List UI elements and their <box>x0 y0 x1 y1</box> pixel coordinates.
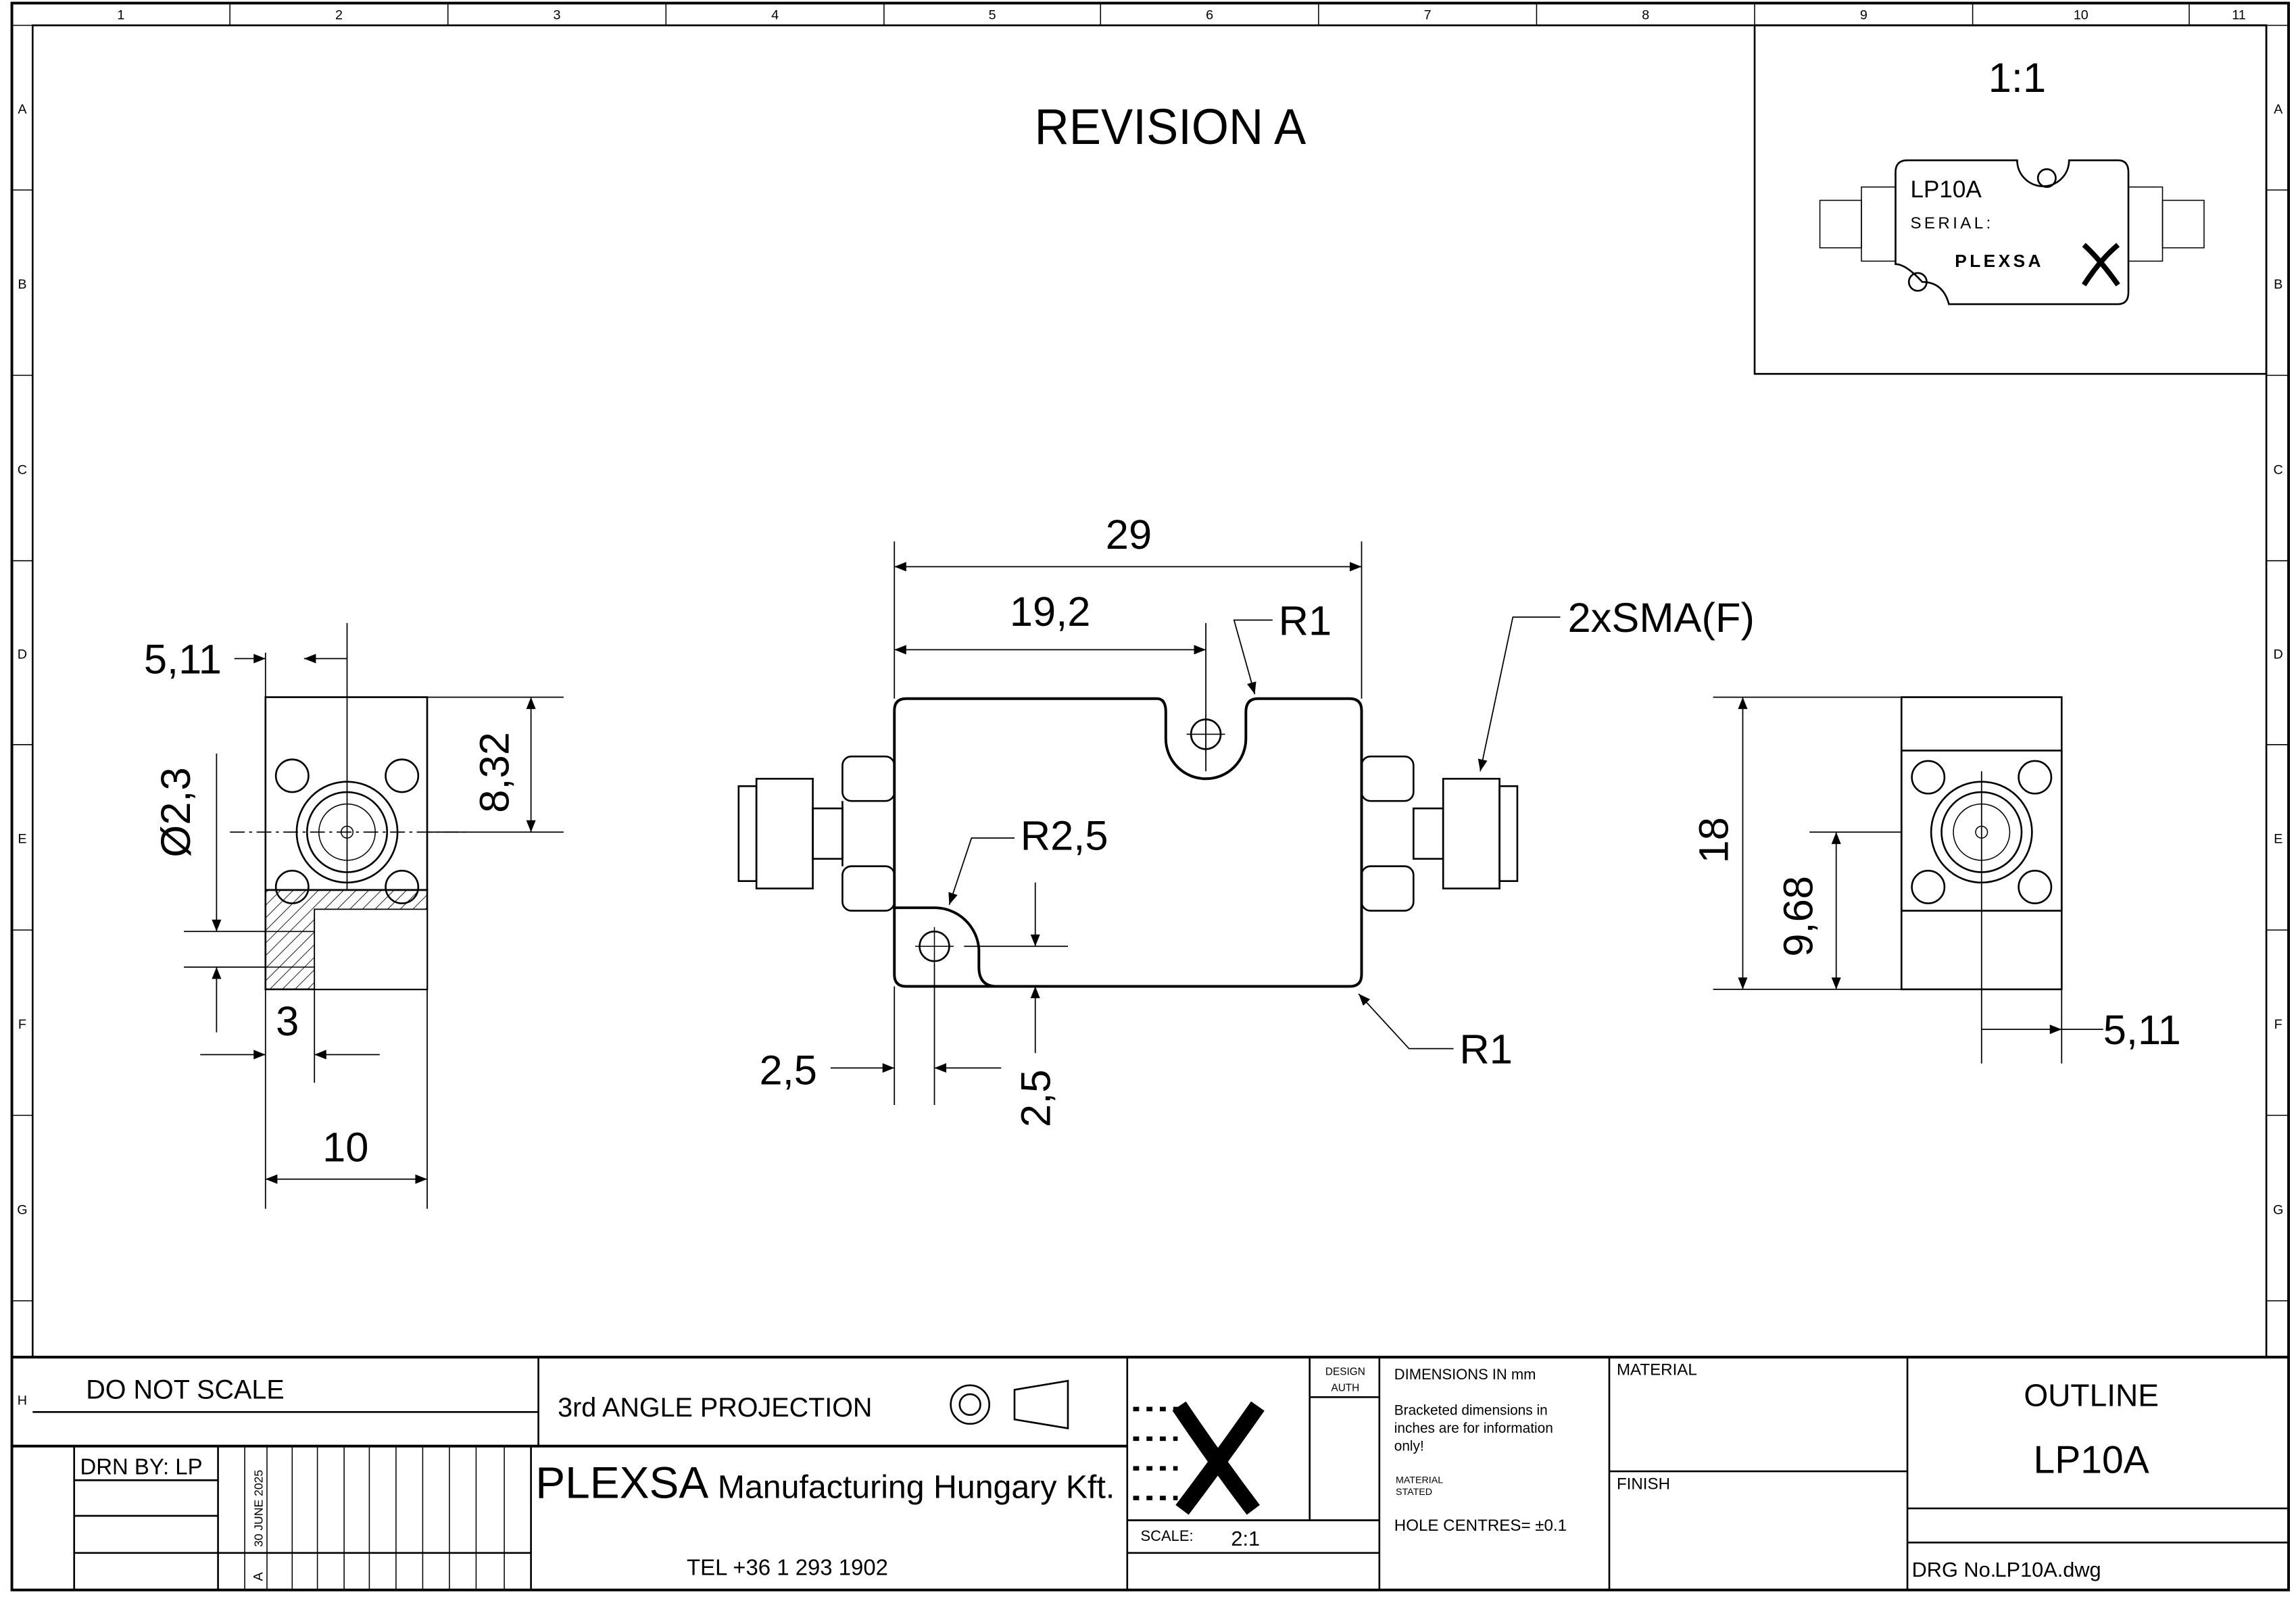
dimensions-units: DIMENSIONS IN mm <box>1394 1366 1536 1383</box>
top-view: 29 19,2 R1 2xSMA(F) R2,5 2,5 2,5 R1 <box>737 512 1755 1127</box>
column-label: 10 <box>2074 8 2089 23</box>
revision-date: 30 JUNE 2025 <box>251 1470 265 1547</box>
scale-label: SCALE: <box>1141 1527 1194 1544</box>
dim-hole-offset: 19,2 <box>1010 589 1091 635</box>
scale-value: 2:1 <box>1231 1527 1260 1550</box>
bracket-note-3: only! <box>1394 1438 1424 1454</box>
dim-left-height: 8,32 <box>472 732 518 813</box>
row-ruler: A A B B C C D D E E F F G G H <box>11 102 2289 1408</box>
row-label-right: D <box>2274 647 2283 662</box>
column-label: 3 <box>554 8 561 23</box>
row-label-right: E <box>2274 832 2282 847</box>
projection-label: 3rd ANGLE PROJECTION <box>558 1393 872 1423</box>
row-label-right: B <box>2274 277 2282 292</box>
column-label: 1 <box>117 8 124 23</box>
material-stated-1: MATERIAL <box>1396 1475 1443 1486</box>
left-sma-connector <box>737 756 896 912</box>
column-label: 7 <box>1424 8 1432 23</box>
row-label-left: B <box>18 277 26 292</box>
right-sma-connector <box>1361 756 1519 912</box>
column-label: 8 <box>1642 8 1649 23</box>
hole-tolerance: HOLE CENTRES= ±0.1 <box>1394 1517 1567 1535</box>
left-end-view: 5,11 8,32 Ø2,3 3 10 <box>144 622 564 1209</box>
dim-pin-diameter: Ø2,3 <box>153 767 199 857</box>
row-label-left: A <box>18 102 27 117</box>
column-label: 11 <box>2232 8 2246 23</box>
plexsa-logo-icon <box>1133 1401 1265 1515</box>
material-label: MATERIAL <box>1617 1360 1697 1379</box>
drg-file: LP10A.dwg <box>1995 1558 2101 1581</box>
drawing-title: OUTLINE <box>2024 1378 2159 1413</box>
row-label-right: F <box>2274 1017 2282 1032</box>
company-name: PLEXSA Manufacturing Hungary Kft. <box>535 1458 1115 1508</box>
dim-notch-radius-top: R1 <box>1279 597 1332 644</box>
column-label: 6 <box>1206 8 1213 23</box>
row-label-right: A <box>2274 102 2283 117</box>
preview-part-image: LP10A SERIAL: PLEXSA <box>1819 159 2205 305</box>
preview-box: 1:1 LP10A SERIAL: PLEXSA <box>1753 24 2268 375</box>
column-label: 9 <box>1860 8 1867 23</box>
preview-part-label: LP10A <box>1910 176 1982 203</box>
dim-connectors: 2xSMA(F) <box>1568 595 1755 641</box>
preview-serial-label: SERIAL: <box>1910 214 1993 232</box>
do-not-scale: DO NOT SCALE <box>86 1375 284 1405</box>
dim-wall: 3 <box>276 998 299 1045</box>
row-label-left: D <box>18 647 27 662</box>
drg-label: DRG No. <box>1912 1558 1997 1581</box>
row-label-left: E <box>18 832 26 847</box>
column-ruler: 1 2 3 4 5 6 7 8 9 10 11 <box>117 3 2246 26</box>
row-label-right: G <box>2273 1202 2283 1217</box>
dim-overall-length: 29 <box>1106 512 1152 558</box>
drawn-by: DRN BY: LP <box>80 1454 203 1479</box>
row-label-left: G <box>17 1202 27 1217</box>
column-label: 2 <box>335 8 343 23</box>
preview-scale: 1:1 <box>1988 55 2046 101</box>
finish-label: FINISH <box>1617 1475 1670 1493</box>
plexsa-logo-icon <box>2081 243 2120 287</box>
revision-letter: A <box>251 1571 266 1581</box>
dim-hole-x: 2,5 <box>760 1047 817 1093</box>
dim-left-width: 10 <box>322 1124 368 1171</box>
row-label-left: F <box>18 1017 26 1032</box>
part-number: LP10A <box>2034 1438 2149 1481</box>
material-stated-2: STATED <box>1396 1487 1432 1498</box>
dim-right-center-offset: 5,11 <box>2103 1007 2181 1054</box>
third-angle-projection-icon <box>950 1379 1069 1429</box>
right-end-view: 18 9,68 5,11 <box>1691 696 2181 1064</box>
dim-right-center-height: 9,68 <box>1776 876 1822 957</box>
dim-corner-radius-hole: R2,5 <box>1021 813 1108 860</box>
revision-title: REVISION A <box>1035 98 1306 155</box>
dim-hole-y: 2,5 <box>1013 1070 1060 1127</box>
dim-right-height: 18 <box>1691 817 1738 863</box>
row-label-right: C <box>2274 462 2283 477</box>
row-label-left: C <box>18 462 27 477</box>
preview-brand: PLEXSA <box>1955 251 2044 271</box>
column-label: 5 <box>989 8 996 23</box>
dim-left-center-offset: 5,11 <box>144 636 222 683</box>
telephone: TEL +36 1 293 1902 <box>687 1555 888 1580</box>
bracket-note-2: inches are for information <box>1394 1421 1553 1436</box>
bracket-note-1: Bracketed dimensions in <box>1394 1403 1548 1419</box>
design-auth-line1: DESIGN <box>1325 1366 1365 1377</box>
row-label-left: H <box>18 1393 27 1408</box>
dim-corner-radius-bottom: R1 <box>1459 1027 1513 1073</box>
design-auth-line2: AUTH <box>1331 1383 1359 1394</box>
column-label: 4 <box>771 8 779 23</box>
title-block: DO NOT SCALE 3rd ANGLE PROJECTION DRN BY… <box>11 1356 2289 1590</box>
